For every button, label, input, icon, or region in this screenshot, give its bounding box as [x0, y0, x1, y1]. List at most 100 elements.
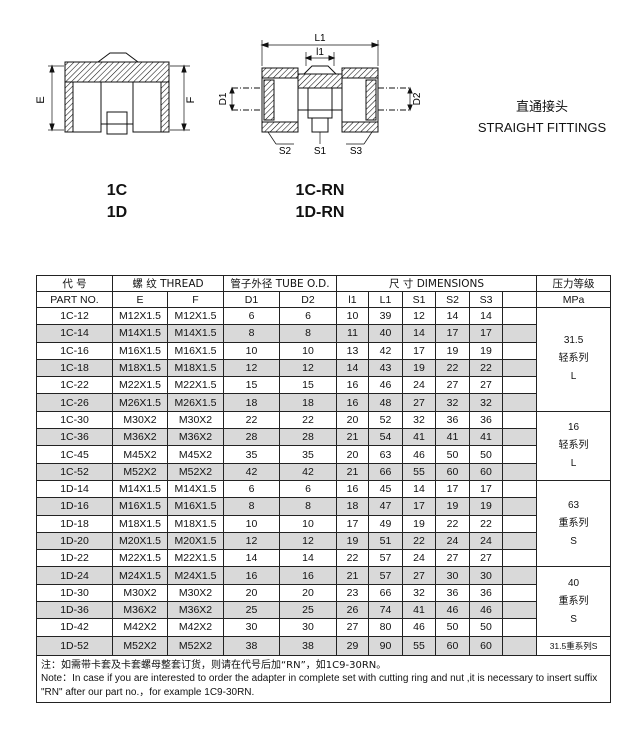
cell-dim-s1: 14	[402, 479, 436, 499]
cell-dim-l1-small: 11	[336, 324, 369, 343]
header-code: 代 号	[36, 275, 113, 292]
cell-tube-d2: 22	[279, 410, 337, 430]
cell-extra	[501, 583, 538, 603]
cell-extra	[501, 393, 538, 412]
cell-extra	[501, 376, 538, 395]
header-l1: L1	[368, 291, 403, 308]
cell-part-no: 1C-18	[36, 358, 113, 378]
cell-tube-d1: 10	[223, 514, 280, 533]
cell-dim-s3: 60	[469, 462, 503, 481]
cell-extra	[501, 635, 538, 656]
cell-dim-s2: 19	[435, 341, 470, 360]
pressure-value: 40	[567, 577, 580, 589]
cell-thread-e: M14X1.5	[112, 324, 168, 343]
cell-extra	[501, 566, 538, 585]
cell-part-no: 1D-36	[36, 601, 113, 620]
cell-tube-d2: 6	[279, 479, 337, 499]
cell-dim-s2: 36	[435, 410, 470, 430]
cell-dim-s3: 17	[469, 479, 503, 499]
cell-dim-s2: 24	[435, 531, 470, 551]
cell-dim-s3: 24	[469, 531, 503, 551]
cell-tube-d1: 12	[223, 531, 280, 551]
cell-part-no: 1C-26	[36, 393, 113, 412]
cell-dim-s1: 19	[402, 514, 436, 533]
header-s3: S3	[469, 291, 503, 308]
cell-dim-s3: 30	[469, 566, 503, 585]
cell-thread-e: M12X1.5	[112, 306, 168, 326]
cell-dim-s1: 17	[402, 341, 436, 360]
cell-thread-f: M22X1.5	[167, 376, 224, 395]
cell-part-no: 1D-18	[36, 514, 113, 533]
cell-part-no: 1D-52	[36, 635, 113, 656]
cell-dim-s2: 36	[435, 583, 470, 603]
cell-thread-f: M42X2	[167, 618, 224, 637]
cell-dim-l1-small: 16	[336, 393, 369, 412]
cell-dim-s3: 36	[469, 410, 503, 430]
note-en: Note：In case if you are interested to or…	[41, 673, 598, 698]
cell-dim-s2: 32	[435, 393, 470, 412]
cell-dim-s2: 27	[435, 549, 470, 568]
spec-table: 代 号 螺 纹 THREAD 管子外径 TUBE O.D. 尺 寸 DIMENS…	[35, 275, 612, 704]
pressure-series: 重系列	[558, 517, 589, 529]
cell-dim-s2: 50	[435, 445, 470, 464]
cell-extra	[501, 618, 538, 637]
cell-dim-s3: 41	[469, 428, 503, 447]
cell-part-no: 1C-36	[36, 428, 113, 447]
cell-dim-s1: 27	[402, 566, 436, 585]
cell-dim-s3: 36	[469, 583, 503, 603]
cell-tube-d2: 10	[279, 341, 337, 360]
cell-dim-s2: 22	[435, 514, 470, 533]
cell-dim-l1-small: 14	[336, 358, 369, 378]
cell-thread-e: M14X1.5	[112, 479, 168, 499]
cell-thread-f: M14X1.5	[167, 479, 224, 499]
cell-thread-e: M16X1.5	[112, 341, 168, 360]
cell-extra	[501, 410, 538, 430]
cell-thread-e: M18X1.5	[112, 514, 168, 533]
fitting-1c-rn-drawing	[229, 40, 413, 145]
cell-dim-s1: 55	[402, 462, 436, 481]
cell-extra	[501, 445, 538, 464]
cell-tube-d1: 16	[223, 566, 280, 585]
header-e: E	[112, 291, 168, 308]
cell-dim-l1: 74	[368, 601, 403, 620]
cell-dim-l1-small: 26	[336, 601, 369, 620]
cell-tube-d2: 38	[279, 635, 337, 656]
label-s1: S1	[314, 146, 327, 157]
cell-thread-e: M22X1.5	[112, 549, 168, 568]
cell-tube-d2: 12	[279, 358, 337, 378]
cell-extra	[501, 601, 538, 620]
label-l1-lower: l1	[316, 47, 324, 58]
cell-extra	[501, 462, 538, 481]
cell-tube-d2: 15	[279, 376, 337, 395]
cell-dim-s2: 19	[435, 497, 470, 516]
cell-tube-d2: 18	[279, 393, 337, 412]
cell-dim-l1: 46	[368, 376, 403, 395]
cell-dim-l1: 49	[368, 514, 403, 533]
cell-part-no: 1D-22	[36, 549, 113, 568]
cell-extra	[501, 428, 538, 447]
cell-thread-e: M36X2	[112, 428, 168, 447]
model-1c-rn: 1C-RN	[295, 182, 345, 199]
cell-dim-l1: 40	[368, 324, 403, 343]
cell-dim-l1-small: 27	[336, 618, 369, 637]
note-row: 注：如需带卡套及卡套螺母整套订货，则请在代号后加“RN”，如1C9-30RN。N…	[35, 654, 612, 704]
pressure-series: 轻系列	[558, 353, 589, 365]
cell-dim-l1: 57	[368, 566, 403, 585]
cell-dim-s1: 22	[402, 531, 436, 551]
header-thread: 螺 纹 THREAD	[112, 275, 224, 292]
cell-dim-l1-small: 20	[336, 410, 369, 430]
cell-part-no: 1D-20	[36, 531, 113, 551]
cell-dim-l1-small: 17	[336, 514, 369, 533]
cell-thread-e: M18X1.5	[112, 358, 168, 378]
cell-tube-d2: 8	[279, 324, 337, 343]
cell-part-no: 1D-14	[36, 479, 113, 499]
